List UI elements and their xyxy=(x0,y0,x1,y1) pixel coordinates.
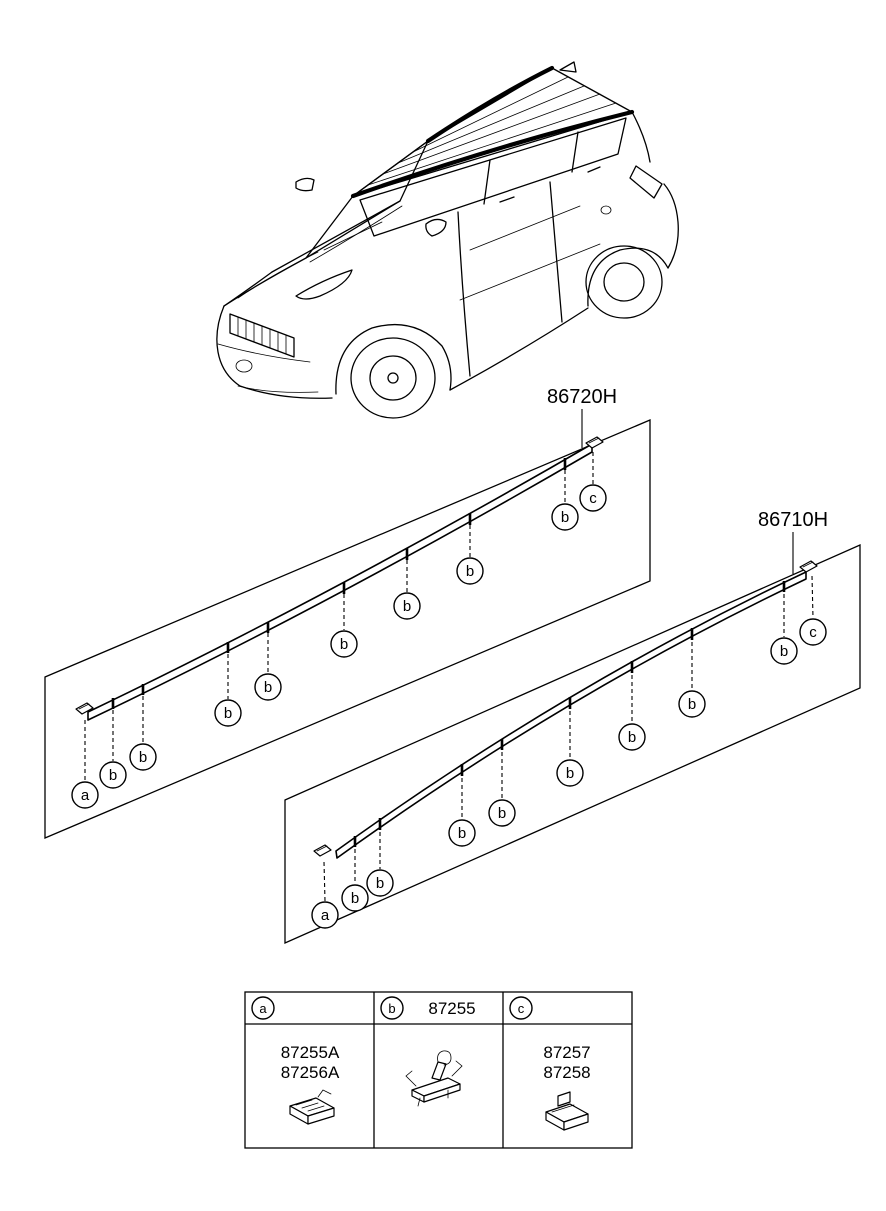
legend-header-b[interactable]: b 87255 xyxy=(380,996,476,1020)
callout-b[interactable]: b xyxy=(448,819,476,847)
legend-header-a[interactable]: a xyxy=(251,996,275,1020)
front-wheel xyxy=(350,337,436,419)
clip-ticks xyxy=(111,458,567,709)
callout-b[interactable]: b xyxy=(254,673,282,701)
rear-bumper xyxy=(663,183,679,269)
callout-letter: c xyxy=(589,490,597,507)
far-side-mirror xyxy=(295,177,315,192)
callout-b[interactable]: b xyxy=(556,759,584,787)
car-side xyxy=(295,117,627,391)
panel-label-86720H[interactable]: 86720H xyxy=(547,386,617,408)
panel-label-86710H[interactable]: 86710H xyxy=(758,509,828,531)
car-hood-front xyxy=(216,200,401,399)
callout-b[interactable]: b xyxy=(770,637,798,665)
panel-frame xyxy=(44,419,651,839)
leader-lines xyxy=(84,452,594,781)
car-wheels xyxy=(335,245,669,419)
car-rear xyxy=(629,111,679,269)
callout-letter: b xyxy=(224,705,232,722)
roof-moulding-retainer-icon xyxy=(405,1050,463,1107)
rocker-line xyxy=(449,307,589,391)
callout-letter: b xyxy=(498,805,506,822)
callout-letter: b xyxy=(351,890,359,907)
callout-letter: a xyxy=(81,787,90,804)
legend-cell-a: 87255A 87256A xyxy=(281,1043,340,1125)
callout-letter: b xyxy=(376,875,384,892)
end-clip-glyph xyxy=(313,844,332,857)
callout-b[interactable]: b xyxy=(618,723,646,751)
rear-wheel xyxy=(585,245,663,319)
callout-letter: b xyxy=(340,636,348,653)
callout-letter: b xyxy=(458,825,466,842)
far-roof-moulding xyxy=(425,65,555,144)
roof-moulding-end-clip-icon xyxy=(545,1091,589,1131)
callout-b[interactable]: b xyxy=(341,884,369,912)
callout-letter: b xyxy=(139,749,147,766)
fuel-door xyxy=(600,205,612,215)
part-number-87255[interactable]: 87255 xyxy=(428,999,475,1018)
callout-b[interactable]: b xyxy=(551,503,579,531)
callout-letter: b xyxy=(780,643,788,660)
grille xyxy=(229,313,295,358)
callout-b[interactable]: b xyxy=(214,699,242,727)
callout-b[interactable]: b xyxy=(129,743,157,771)
callout-b[interactable]: b xyxy=(99,761,127,789)
legend-letter: b xyxy=(388,1001,395,1016)
roof-moulding-strip[interactable] xyxy=(87,443,593,721)
headlight xyxy=(295,269,353,300)
roof-moulding-clip-icon xyxy=(289,1089,335,1125)
callout-letter: b xyxy=(109,767,117,784)
legend-letter: a xyxy=(259,1001,267,1016)
callout-letter: b xyxy=(466,563,474,580)
callout-c[interactable]: c xyxy=(579,484,607,512)
roof-moulding-strip[interactable] xyxy=(335,571,807,859)
callout-b[interactable]: b xyxy=(678,690,706,718)
part-number-87258[interactable]: 87258 xyxy=(543,1063,590,1082)
panel-frame xyxy=(284,544,861,944)
side-mirror xyxy=(425,218,447,237)
callout-letter: c xyxy=(809,624,817,641)
callout-letter: a xyxy=(321,907,330,924)
callout-letter: b xyxy=(403,598,411,615)
front-bumper xyxy=(216,305,333,399)
part-number-87257[interactable]: 87257 xyxy=(543,1043,590,1062)
callout-a[interactable]: a xyxy=(71,781,99,809)
legend-table: a b 87255 c 87255A 87256A xyxy=(244,991,633,1149)
callout-b[interactable]: b xyxy=(330,630,358,658)
part-number-87255A[interactable]: 87255A xyxy=(281,1043,340,1062)
callout-b[interactable]: b xyxy=(393,592,421,620)
part-number-87256A[interactable]: 87256A xyxy=(281,1063,340,1082)
panel-86710H: 86710H a xyxy=(284,509,861,944)
callout-letter: b xyxy=(561,509,569,526)
callout-letter: b xyxy=(264,679,272,696)
callout-a[interactable]: a xyxy=(311,901,339,929)
vehicle-illustration xyxy=(216,61,679,419)
fog-light xyxy=(235,359,253,373)
shark-fin-antenna xyxy=(559,61,577,73)
clip-ticks xyxy=(353,581,786,847)
side-windows xyxy=(359,117,627,237)
door-handle xyxy=(587,166,601,173)
leader-lines xyxy=(323,575,814,902)
car-windshield xyxy=(305,140,429,263)
door-handle xyxy=(499,196,515,203)
callout-b[interactable]: b xyxy=(366,869,394,897)
callout-letter: b xyxy=(566,765,574,782)
callout-letter: b xyxy=(628,729,636,746)
taillight xyxy=(629,165,663,199)
callout-b[interactable]: b xyxy=(456,557,484,585)
legend-letter: c xyxy=(518,1001,525,1016)
callout-c[interactable]: c xyxy=(799,618,827,646)
callout-letter: b xyxy=(688,696,696,713)
callout-b[interactable]: b xyxy=(488,799,516,827)
legend-header-c[interactable]: c xyxy=(509,996,533,1020)
legend-cell-b xyxy=(405,1050,463,1107)
near-roof-moulding xyxy=(350,109,635,199)
panel-86720H: 86720H xyxy=(44,386,651,839)
legend-cell-c: 87257 87258 xyxy=(543,1043,591,1131)
